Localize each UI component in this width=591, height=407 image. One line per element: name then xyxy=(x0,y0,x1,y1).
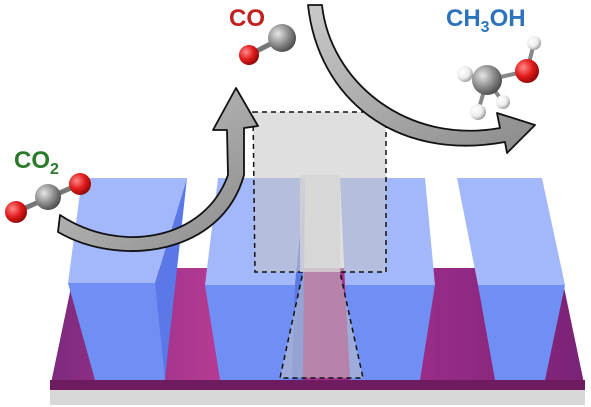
substrate-base xyxy=(50,388,585,405)
reactant-label: CO2 xyxy=(14,147,59,178)
product-label-suffix: OH xyxy=(490,5,526,32)
via-structure xyxy=(252,111,387,379)
co-molecule-icon xyxy=(239,24,296,65)
product-label-subscript: 3 xyxy=(481,19,490,36)
via-stem xyxy=(300,175,340,272)
substrate-front-edge xyxy=(50,380,585,390)
methanol-molecule-icon xyxy=(457,36,541,120)
pillar-2-front xyxy=(205,285,295,380)
reactant-label-subscript: 2 xyxy=(50,161,59,178)
product-label-prefix: CH xyxy=(446,5,481,32)
reactant-label-base: CO xyxy=(14,147,50,174)
curved-arrow-icon xyxy=(307,4,536,154)
pillar-1-front xyxy=(68,283,165,380)
pillar-4-front xyxy=(478,285,565,380)
pillar-3-front xyxy=(345,285,435,380)
curved-arrow-icon xyxy=(57,87,259,252)
intermediate-label: CO xyxy=(229,5,265,32)
product-label: CH3OH xyxy=(446,5,526,36)
co2-molecule-icon xyxy=(5,173,91,223)
pillar-4-top xyxy=(457,178,565,285)
pillar-1-top xyxy=(68,178,187,283)
pillar-4 xyxy=(457,178,565,380)
via-cap-outline xyxy=(252,111,387,379)
